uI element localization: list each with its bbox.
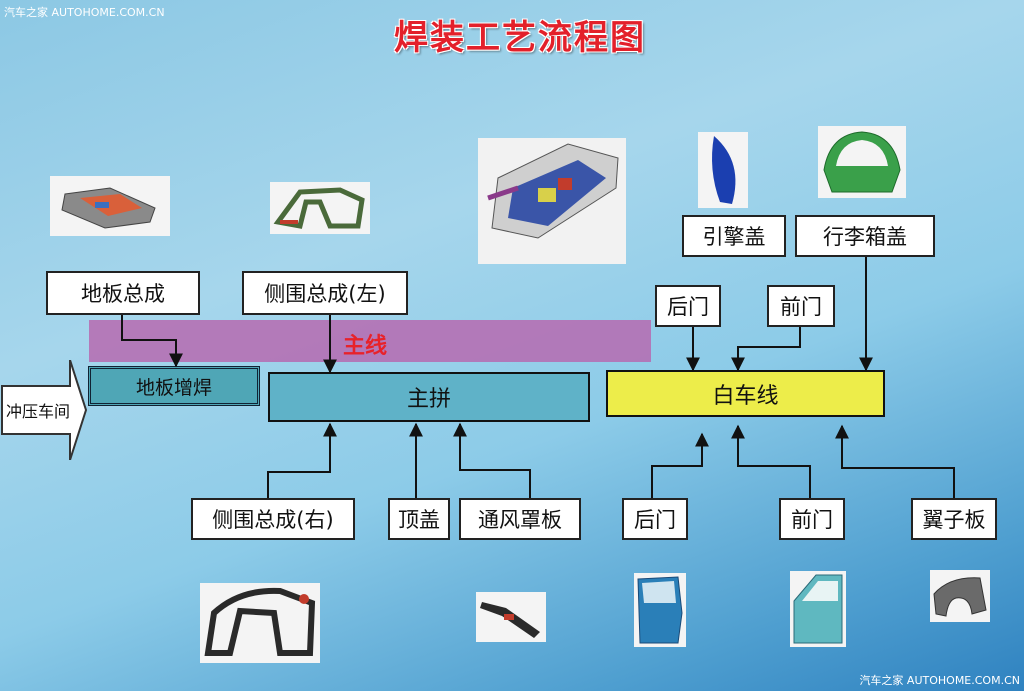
cowl-panel-image: [476, 592, 546, 642]
rear-door-bottom-label: 后门: [622, 498, 688, 540]
arrow-front-door-bottom: [731, 424, 811, 498]
stamping-shop-label: 冲压车间: [6, 402, 71, 421]
arrow-front-door-top: [731, 327, 801, 372]
side-left-image: [270, 182, 370, 234]
white-body-line-box: 白车线: [606, 370, 885, 417]
floor-assembly-image: [50, 176, 170, 236]
arrow-floor-assembly: [121, 315, 183, 368]
floor-weld-box: 地板增焊: [88, 366, 260, 406]
cowl-panel-label: 通风罩板: [459, 498, 581, 540]
hood-label: 引擎盖: [682, 215, 786, 257]
front-door-top-label: 前门: [767, 285, 835, 327]
floor-assembly-label: 地板总成: [46, 271, 200, 315]
roof-label: 顶盖: [388, 498, 450, 540]
arrow-rear-door-bottom: [651, 432, 709, 498]
stamping-shop-arrow: 冲压车间: [0, 359, 88, 461]
main-assembly-box: 主拼: [268, 372, 590, 422]
side-left-label: 侧围总成(左): [242, 271, 408, 315]
fender-image: [930, 570, 990, 622]
body-in-white-image: [478, 138, 626, 264]
diagram-title: 焊装工艺流程图: [394, 18, 646, 58]
arrow-cowl-panel: [453, 422, 531, 498]
watermark-bottom-right: 汽车之家 AUTOHOME.COM.CN: [859, 674, 1020, 687]
front-door-bottom-label: 前门: [779, 498, 845, 540]
rear-door-top-label: 后门: [655, 285, 721, 327]
watermark-top-left: 汽车之家 AUTOHOME.COM.CN: [4, 6, 165, 19]
fender-label: 翼子板: [911, 498, 997, 540]
trunk-lid-label: 行李箱盖: [795, 215, 935, 257]
main-line-label: 主线: [343, 334, 388, 359]
hood-image: [698, 132, 748, 208]
trunk-lid-image: [818, 126, 906, 198]
rear-door-image: [634, 573, 686, 647]
side-right-label: 侧围总成(右): [191, 498, 355, 540]
arrow-side-right: [267, 422, 337, 498]
arrow-fender: [835, 424, 955, 498]
front-door-image: [790, 571, 846, 647]
side-right-image: [200, 583, 320, 663]
